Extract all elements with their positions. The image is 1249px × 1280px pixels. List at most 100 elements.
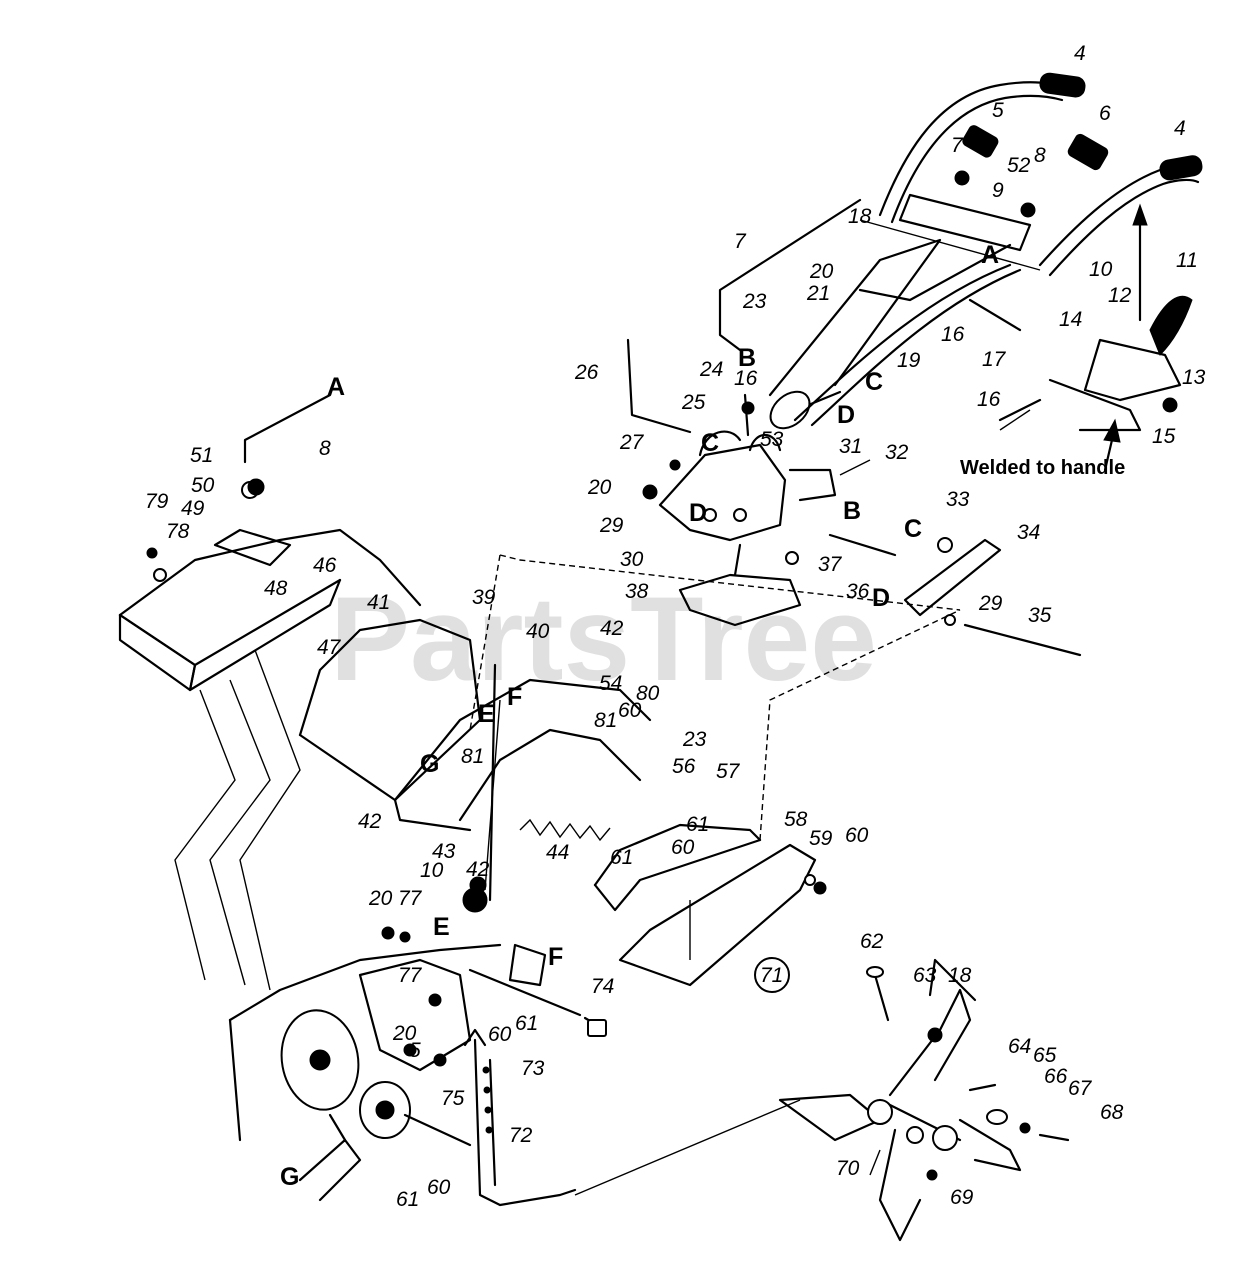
callout-29: 29 [978, 592, 1003, 615]
callout-54: 54 [599, 672, 622, 695]
callout-42: 42 [358, 810, 382, 833]
callout-63: 63 [913, 964, 937, 987]
callout-51: 51 [190, 444, 213, 467]
callout-60: 60 [427, 1176, 451, 1199]
callout-24: 24 [699, 358, 723, 381]
callout-34: 34 [1017, 521, 1040, 544]
callout-16: 16 [734, 367, 758, 390]
callout-74: 74 [591, 975, 614, 998]
callout-4: 4 [1174, 117, 1186, 140]
callout-42: 42 [600, 617, 624, 640]
callout-77: 77 [398, 964, 423, 987]
callout-62: 62 [860, 930, 884, 953]
callout-46: 46 [313, 554, 337, 577]
callout-15: 15 [1152, 425, 1176, 448]
callout-20: 20 [368, 887, 393, 910]
callout-25: 25 [681, 391, 706, 414]
transmission-assembly [228, 876, 801, 1207]
reference-letters: A A B B C C C D D D E E F F G G [280, 241, 999, 1191]
callout-67: 67 [1068, 1077, 1093, 1100]
callout-60: 60 [618, 699, 642, 722]
callout-17: 17 [982, 348, 1007, 371]
handle-bracket [626, 338, 1082, 657]
callout-60: 60 [671, 836, 695, 859]
callout-61: 61 [515, 1012, 538, 1035]
callout-21: 21 [806, 282, 830, 305]
callout-50: 50 [191, 474, 215, 497]
callout-41: 41 [367, 591, 390, 614]
callout-6: 6 [1099, 102, 1111, 125]
callout-61: 61 [610, 846, 633, 869]
reference-letter-d: D [689, 499, 707, 527]
callout-36: 36 [846, 580, 870, 603]
callout-61: 61 [686, 813, 709, 836]
reference-letter-a: A [327, 373, 345, 401]
callout-16: 16 [977, 388, 1001, 411]
tine-assembly [754, 957, 1070, 1242]
callout-numbers: 4 4 5 6 7 52 8 9 18 7 20 21 10 11 12 14 … [145, 42, 1206, 1211]
callout-20: 20 [587, 476, 612, 499]
reference-letter-d: D [837, 401, 855, 429]
callout-56: 56 [672, 755, 696, 778]
callout-65: 65 [1033, 1044, 1057, 1067]
callout-40: 40 [526, 620, 550, 643]
callout-23: 23 [682, 728, 707, 751]
callout-14: 14 [1059, 308, 1082, 331]
callout-4: 4 [1074, 42, 1086, 65]
callout-77: 77 [398, 887, 423, 910]
callout-11: 11 [1176, 249, 1198, 272]
callout-30: 30 [620, 548, 644, 571]
reference-letter-c: C [701, 429, 719, 457]
callout-58: 58 [784, 808, 808, 831]
reference-letter-a: A [981, 241, 999, 269]
callout-64: 64 [1008, 1035, 1031, 1058]
callout-44: 44 [546, 841, 569, 864]
reference-letter-b: B [738, 344, 756, 372]
callout-79: 79 [145, 490, 169, 513]
callout-8: 8 [1034, 144, 1046, 167]
callout-53: 53 [760, 428, 784, 451]
callout-18: 18 [848, 205, 872, 228]
reference-letter-e: E [478, 700, 495, 728]
callout-42: 42 [466, 858, 490, 881]
callout-31: 31 [839, 435, 862, 458]
callout-12: 12 [1108, 284, 1132, 307]
callout-81: 81 [461, 745, 484, 768]
callout-43: 43 [432, 840, 456, 863]
callout-10: 10 [1089, 258, 1113, 281]
reference-letter-f: F [548, 943, 563, 971]
callout-71: 71 [760, 964, 783, 987]
rear-shield [118, 393, 422, 991]
callout-73: 73 [521, 1057, 545, 1080]
callout-16: 16 [941, 323, 965, 346]
welded-to-handle-note: Welded to handle [960, 457, 1125, 479]
callout-60: 60 [488, 1023, 512, 1046]
watermark: PartsTree [330, 572, 877, 706]
callout-49: 49 [181, 497, 205, 520]
callout-5: 5 [409, 1039, 421, 1062]
callout-57: 57 [716, 760, 741, 783]
reference-letter-b: B [843, 497, 861, 525]
callout-33: 33 [946, 488, 970, 511]
callout-8: 8 [319, 437, 331, 460]
callout-75: 75 [441, 1087, 465, 1110]
reference-letter-e: E [433, 913, 450, 941]
callout-61: 61 [396, 1188, 419, 1211]
reference-letter-d: D [872, 584, 890, 612]
callout-38: 38 [625, 580, 649, 603]
callout-18: 18 [948, 964, 972, 987]
callout-23: 23 [742, 290, 767, 313]
callout-10: 10 [420, 859, 444, 882]
callout-80: 80 [636, 682, 660, 705]
reference-letter-g: G [280, 1163, 299, 1191]
callout-37: 37 [818, 553, 843, 576]
reference-letter-f: F [507, 683, 522, 711]
callout-20: 20 [809, 260, 834, 283]
callout-59: 59 [809, 827, 833, 850]
reference-letter-c: C [865, 368, 883, 396]
callout-20: 20 [392, 1022, 417, 1045]
callout-27: 27 [619, 431, 645, 454]
handle-assembly [718, 72, 1203, 472]
callout-60: 60 [845, 824, 869, 847]
